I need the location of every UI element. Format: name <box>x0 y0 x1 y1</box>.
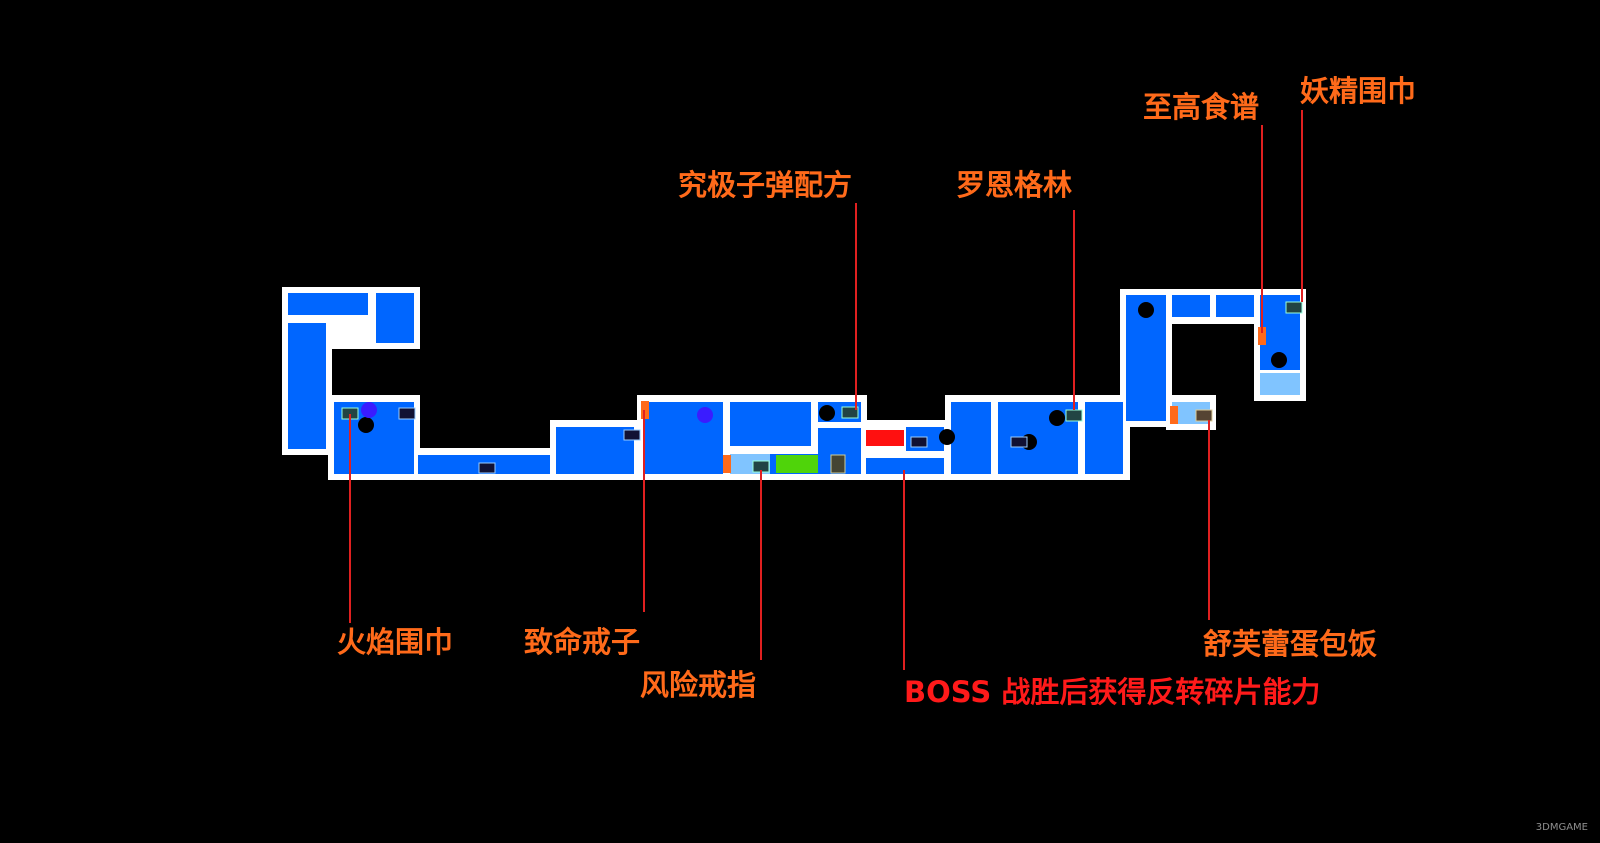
enemy-dot-icon <box>1049 410 1065 426</box>
room-top-left-b <box>376 293 414 343</box>
label-souffle-omelette-rice: 舒芙蕾蛋包饭 <box>1203 627 1378 661</box>
treasure-chest-icon <box>623 429 641 441</box>
label-ultimate-bullet-recipe: 究极子弹配方 <box>678 168 853 202</box>
label-risk-ring: 风险戒指 <box>640 668 757 702</box>
room-right-top-a <box>1172 295 1210 317</box>
room-top-left-a <box>288 293 368 315</box>
enemy-dot-icon <box>939 429 955 445</box>
special-dot-icon <box>361 402 377 418</box>
room-right-mid-a <box>951 402 991 474</box>
label-flame-scarf: 火焰围巾 <box>337 625 454 659</box>
watermark: 3DMGAME <box>1535 822 1588 833</box>
door-icon <box>1170 406 1178 424</box>
door-icon <box>1258 327 1266 345</box>
treasure-chest-icon <box>1065 409 1083 422</box>
room-right-mid-c <box>1085 402 1123 474</box>
treasure-chest-icon <box>1195 409 1213 422</box>
room-mid-left <box>556 427 634 474</box>
boss-marker-icon <box>866 430 904 446</box>
label-ron-greenlin: 罗恩格林 <box>956 168 1073 202</box>
enemy-dot-icon <box>1271 352 1287 368</box>
door-icon <box>723 455 731 473</box>
treasure-chest-icon <box>841 406 859 419</box>
special-dot-icon <box>697 407 713 423</box>
enemy-dot-icon <box>1138 302 1154 318</box>
room-right-drop-light <box>1260 373 1300 395</box>
room-center-b <box>730 402 811 446</box>
label-fairy-scarf: 妖精围巾 <box>1300 74 1417 108</box>
treasure-chest-icon <box>478 462 496 474</box>
leader-lines <box>349 110 1303 670</box>
label-supreme-recipe: 至高食谱 <box>1143 90 1260 124</box>
treasure-chest-icon <box>398 407 416 420</box>
room-right-top-b <box>1216 295 1254 317</box>
treasure-chest-icon <box>1285 301 1303 314</box>
save-point-icon <box>776 455 818 473</box>
treasure-chest-icon <box>830 454 846 474</box>
enemy-dot-icon <box>819 405 835 421</box>
room-boss-corridor <box>866 458 944 474</box>
label-deadly-ring: 致命戒子 <box>524 625 641 659</box>
treasure-chest-icon <box>1010 436 1028 448</box>
room-left-column <box>288 323 326 449</box>
treasure-chest-icon <box>910 436 928 448</box>
label-boss-reward: BOSS 战胜后获得反转碎片能力 <box>904 675 1321 709</box>
enemy-dot-icon <box>358 417 374 433</box>
